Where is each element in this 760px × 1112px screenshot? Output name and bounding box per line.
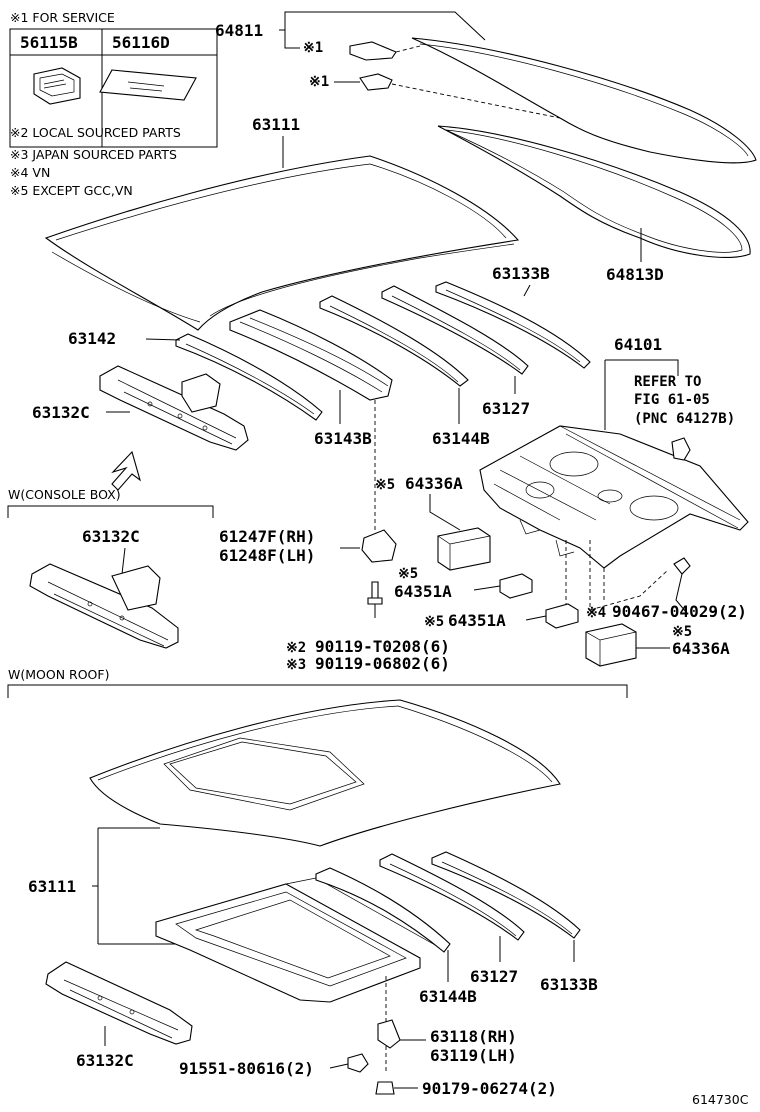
label-90119-t0208: 90119-T0208(6) (315, 637, 450, 656)
label-61247f: 61247F(RH) (219, 527, 315, 546)
label-61248f: 61248F(LH) (219, 546, 315, 565)
brackets-and-pads: 61247F(RH) 61248F(LH) ※5 64336A ※5 64351… (219, 474, 747, 673)
service-notes: ※1 FOR SERVICE 56115B 56116D ※2 LOCAL SO… (9, 10, 218, 198)
roof-bows: 63133B 63127 63144B 63143B 63142 (68, 264, 591, 532)
label-64336a-a: 64336A (405, 474, 463, 493)
label-63132c-top: 63132C (32, 403, 90, 422)
mark-5a: ※5 (375, 477, 395, 493)
clip-part-icon (349, 41, 397, 61)
clip-64127b-icon (671, 437, 691, 461)
mark-5b: ※5 (398, 566, 418, 582)
label-64101: 64101 (614, 335, 662, 354)
mark-1a: ※1 (303, 40, 323, 56)
nut-91551-icon (347, 1053, 369, 1073)
label-63144b-top: 63144B (432, 429, 490, 448)
bracket-63118-icon (377, 1019, 401, 1049)
label-63127-moon: 63127 (470, 967, 518, 986)
package-tray-64101: 64101 REFER TO FIG 61-05 (PNC 64127B) (479, 335, 749, 613)
label-63132c-console: 63132C (82, 527, 140, 546)
pad-64351a-icon (545, 603, 579, 629)
label-90467: 90467-04029(2) (612, 602, 747, 621)
moon-roof-section: W(MOON ROOF) 63111 63144B 63127 63133B (7, 667, 628, 1098)
label-63111-top: 63111 (252, 115, 300, 134)
label-91551: 91551-80616(2) (179, 1059, 314, 1078)
label-63127-top: 63127 (482, 399, 530, 418)
note-local-sourced: ※2 LOCAL SOURCED PARTS (10, 125, 181, 140)
label-63111-moon: 63111 (28, 877, 76, 896)
mark-5c: ※5 (424, 614, 444, 630)
figure-id: 614730C (692, 1092, 749, 1107)
label-64811: 64811 (215, 21, 263, 40)
label-console-box: W(CONSOLE BOX) (8, 487, 121, 502)
screw-90179-icon (375, 1081, 395, 1095)
note-vn: ※4 VN (10, 165, 50, 180)
clip-90467-icon (673, 557, 691, 575)
label-90179: 90179-06274(2) (422, 1079, 557, 1098)
clip-part-icon (359, 73, 393, 91)
label-63132c-moon: 63132C (76, 1051, 134, 1070)
label-90119-06802: 90119-06802(6) (315, 654, 450, 673)
label-refer-to: REFER TO (634, 374, 701, 390)
console-box-section: W(CONSOLE BOX) 63132C (7, 487, 214, 649)
note-except-gcc-vn: ※5 EXCEPT GCC,VN (10, 183, 133, 198)
label-63144b-moon: 63144B (419, 987, 477, 1006)
mark-1b: ※1 (309, 74, 329, 90)
bracket-61247f-icon (361, 529, 397, 563)
label-63119: 63119(LH) (430, 1046, 517, 1065)
mark-3: ※3 (286, 657, 306, 673)
clip-56115b-icon (33, 67, 81, 105)
rear-window-glass: 64811 ※1 ※1 (215, 11, 757, 164)
pad-64336a-icon (437, 527, 491, 571)
service-part-56116d: 56116D (112, 33, 170, 52)
service-part-56115b: 56115B (20, 33, 78, 52)
label-64336a-b: 64336A (672, 639, 730, 658)
bolt-90119-icon (371, 581, 379, 601)
label-63133b-top: 63133B (492, 264, 550, 283)
label-64351a-b: 64351A (448, 611, 506, 630)
label-64813d: 64813D (606, 265, 664, 284)
weatherstrip-64813d: 64813D (437, 125, 751, 284)
roof-panel-top: 63111 (44, 115, 520, 331)
label-moon-roof: W(MOON ROOF) (8, 667, 109, 682)
mark-4: ※4 (586, 605, 606, 621)
pad-64336a-icon (585, 623, 637, 667)
mark-2: ※2 (286, 640, 306, 656)
note-japan-sourced: ※3 JAPAN SOURCED PARTS (10, 147, 177, 162)
pad-64351a-icon (499, 573, 533, 599)
label-63118: 63118(RH) (430, 1027, 517, 1046)
plate-56116d-icon (99, 69, 197, 101)
label-63143b: 63143B (314, 429, 372, 448)
label-refer-fig: FIG 61-05 (634, 392, 710, 408)
label-64351a-a: 64351A (394, 582, 452, 601)
mark-5d: ※5 (672, 624, 692, 640)
view-arrow-icon (111, 450, 141, 491)
note-for-service: ※1 FOR SERVICE (10, 10, 115, 25)
label-63133b-moon: 63133B (540, 975, 598, 994)
label-63142: 63142 (68, 329, 116, 348)
front-header-63132c-top: 63132C (32, 365, 249, 491)
label-refer-pnc: (PNC 64127B) (634, 411, 735, 427)
